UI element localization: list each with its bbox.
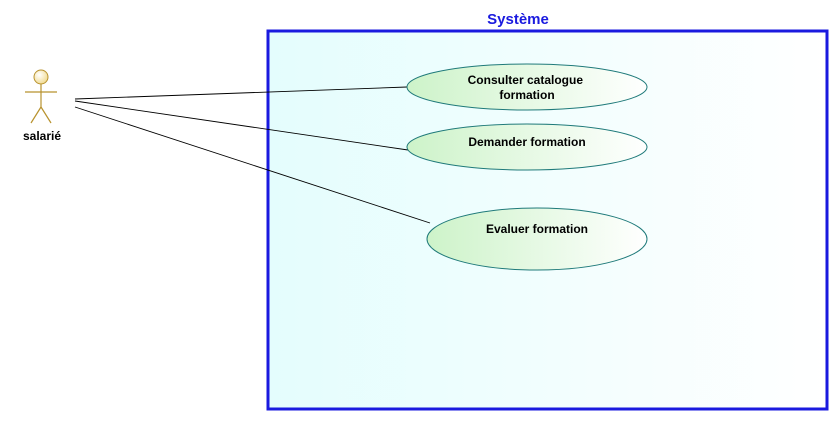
actor-salarie[interactable]: salarié [23,69,61,143]
use-case-ellipse [406,63,648,111]
use-case-ellipse [406,123,648,171]
use-case-label: Consulter catalogue formation [468,73,587,102]
actor-right-leg [40,106,52,124]
use-case-consulter-catalogue[interactable]: Consulter catalogue formation [406,63,648,111]
use-case-label: Demander formation [468,135,585,149]
actor-head [33,69,49,85]
use-case-ellipse [426,207,648,271]
use-case-label: Evaluer formation [486,222,588,236]
association-line [74,86,408,100]
use-case-evaluer-formation[interactable]: Evaluer formation [426,207,648,271]
use-case-label-line: Consulter catalogue [468,73,584,87]
association-line [74,106,431,224]
use-case-label-line: formation [499,88,554,102]
system-title: Système [487,11,549,28]
actor-left-leg [30,106,42,124]
actor-label: salarié [23,129,61,143]
use-case-demander-formation[interactable]: Demander formation [406,123,648,171]
association-line [74,100,409,151]
associations [74,86,431,224]
